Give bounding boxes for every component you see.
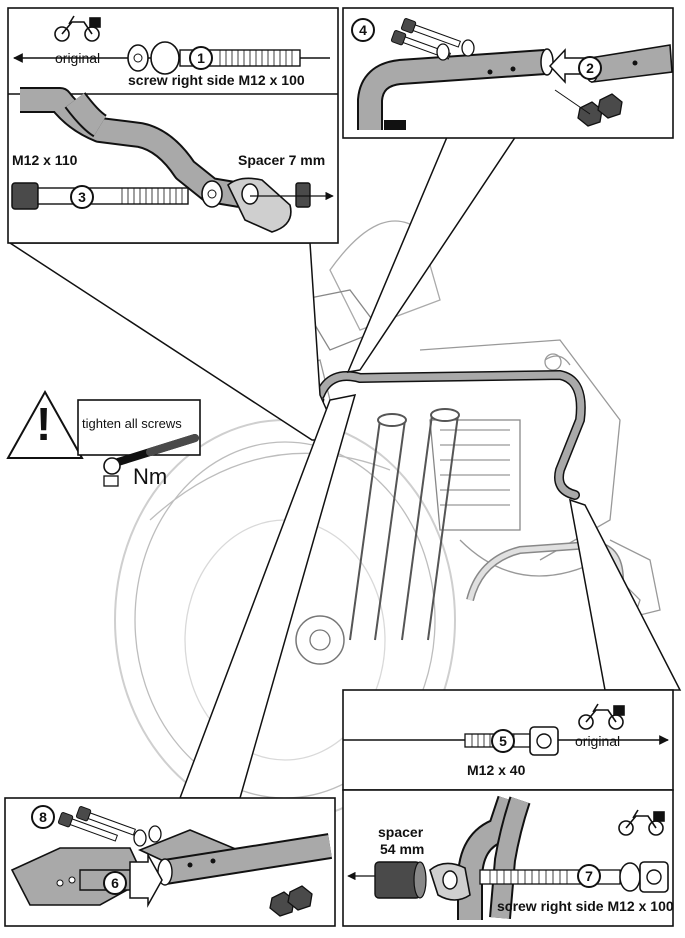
m12x40-label: M12 x 40: [467, 762, 526, 778]
spacer-label: spacer: [378, 824, 424, 840]
nm-label: Nm: [133, 464, 168, 489]
warning-exclamation: !: [36, 398, 52, 450]
tighten-all-screws-label: tighten all screws: [82, 416, 182, 431]
original-label: original: [55, 50, 101, 66]
step-5-badge: 5: [491, 729, 515, 753]
motorcycle-icon: [578, 703, 625, 730]
step-2-badge: 2: [578, 56, 602, 80]
motorcycle-icon: [618, 809, 665, 836]
crash-bar-lower-on-bike: [466, 540, 625, 631]
crash-bar-detail-top-left: [20, 87, 292, 233]
callout-box-insert: [342, 7, 674, 139]
spacer-7mm: [250, 182, 334, 208]
screw-right-m12x100-label: screw right side M12 x 100: [128, 72, 305, 88]
spacer-54mm-label: 54 mm: [380, 841, 425, 857]
step-3-badge: 3: [70, 185, 94, 209]
torque-wrench-icon: [103, 434, 199, 487]
spacer-7mm-label: Spacer 7 mm: [238, 152, 326, 168]
screw-right-m12x100-label: screw right side M12 x 100: [497, 898, 674, 914]
callout-connectors: [7, 129, 682, 799]
original-label: original: [575, 733, 621, 749]
motorcycle-icon: [54, 15, 101, 42]
step-6-badge: 6: [103, 871, 127, 895]
step-7-badge: 7: [577, 864, 601, 888]
front-fork: [349, 408, 460, 641]
step-4-badge: 4: [351, 18, 375, 42]
callout-box-spacer-54mm: [342, 789, 674, 927]
step-1-badge: 1: [189, 46, 213, 70]
m12x110-label: M12 x 110: [12, 152, 78, 168]
callout-box-lower-insert: [4, 797, 336, 927]
step-8-badge: 8: [31, 805, 55, 829]
